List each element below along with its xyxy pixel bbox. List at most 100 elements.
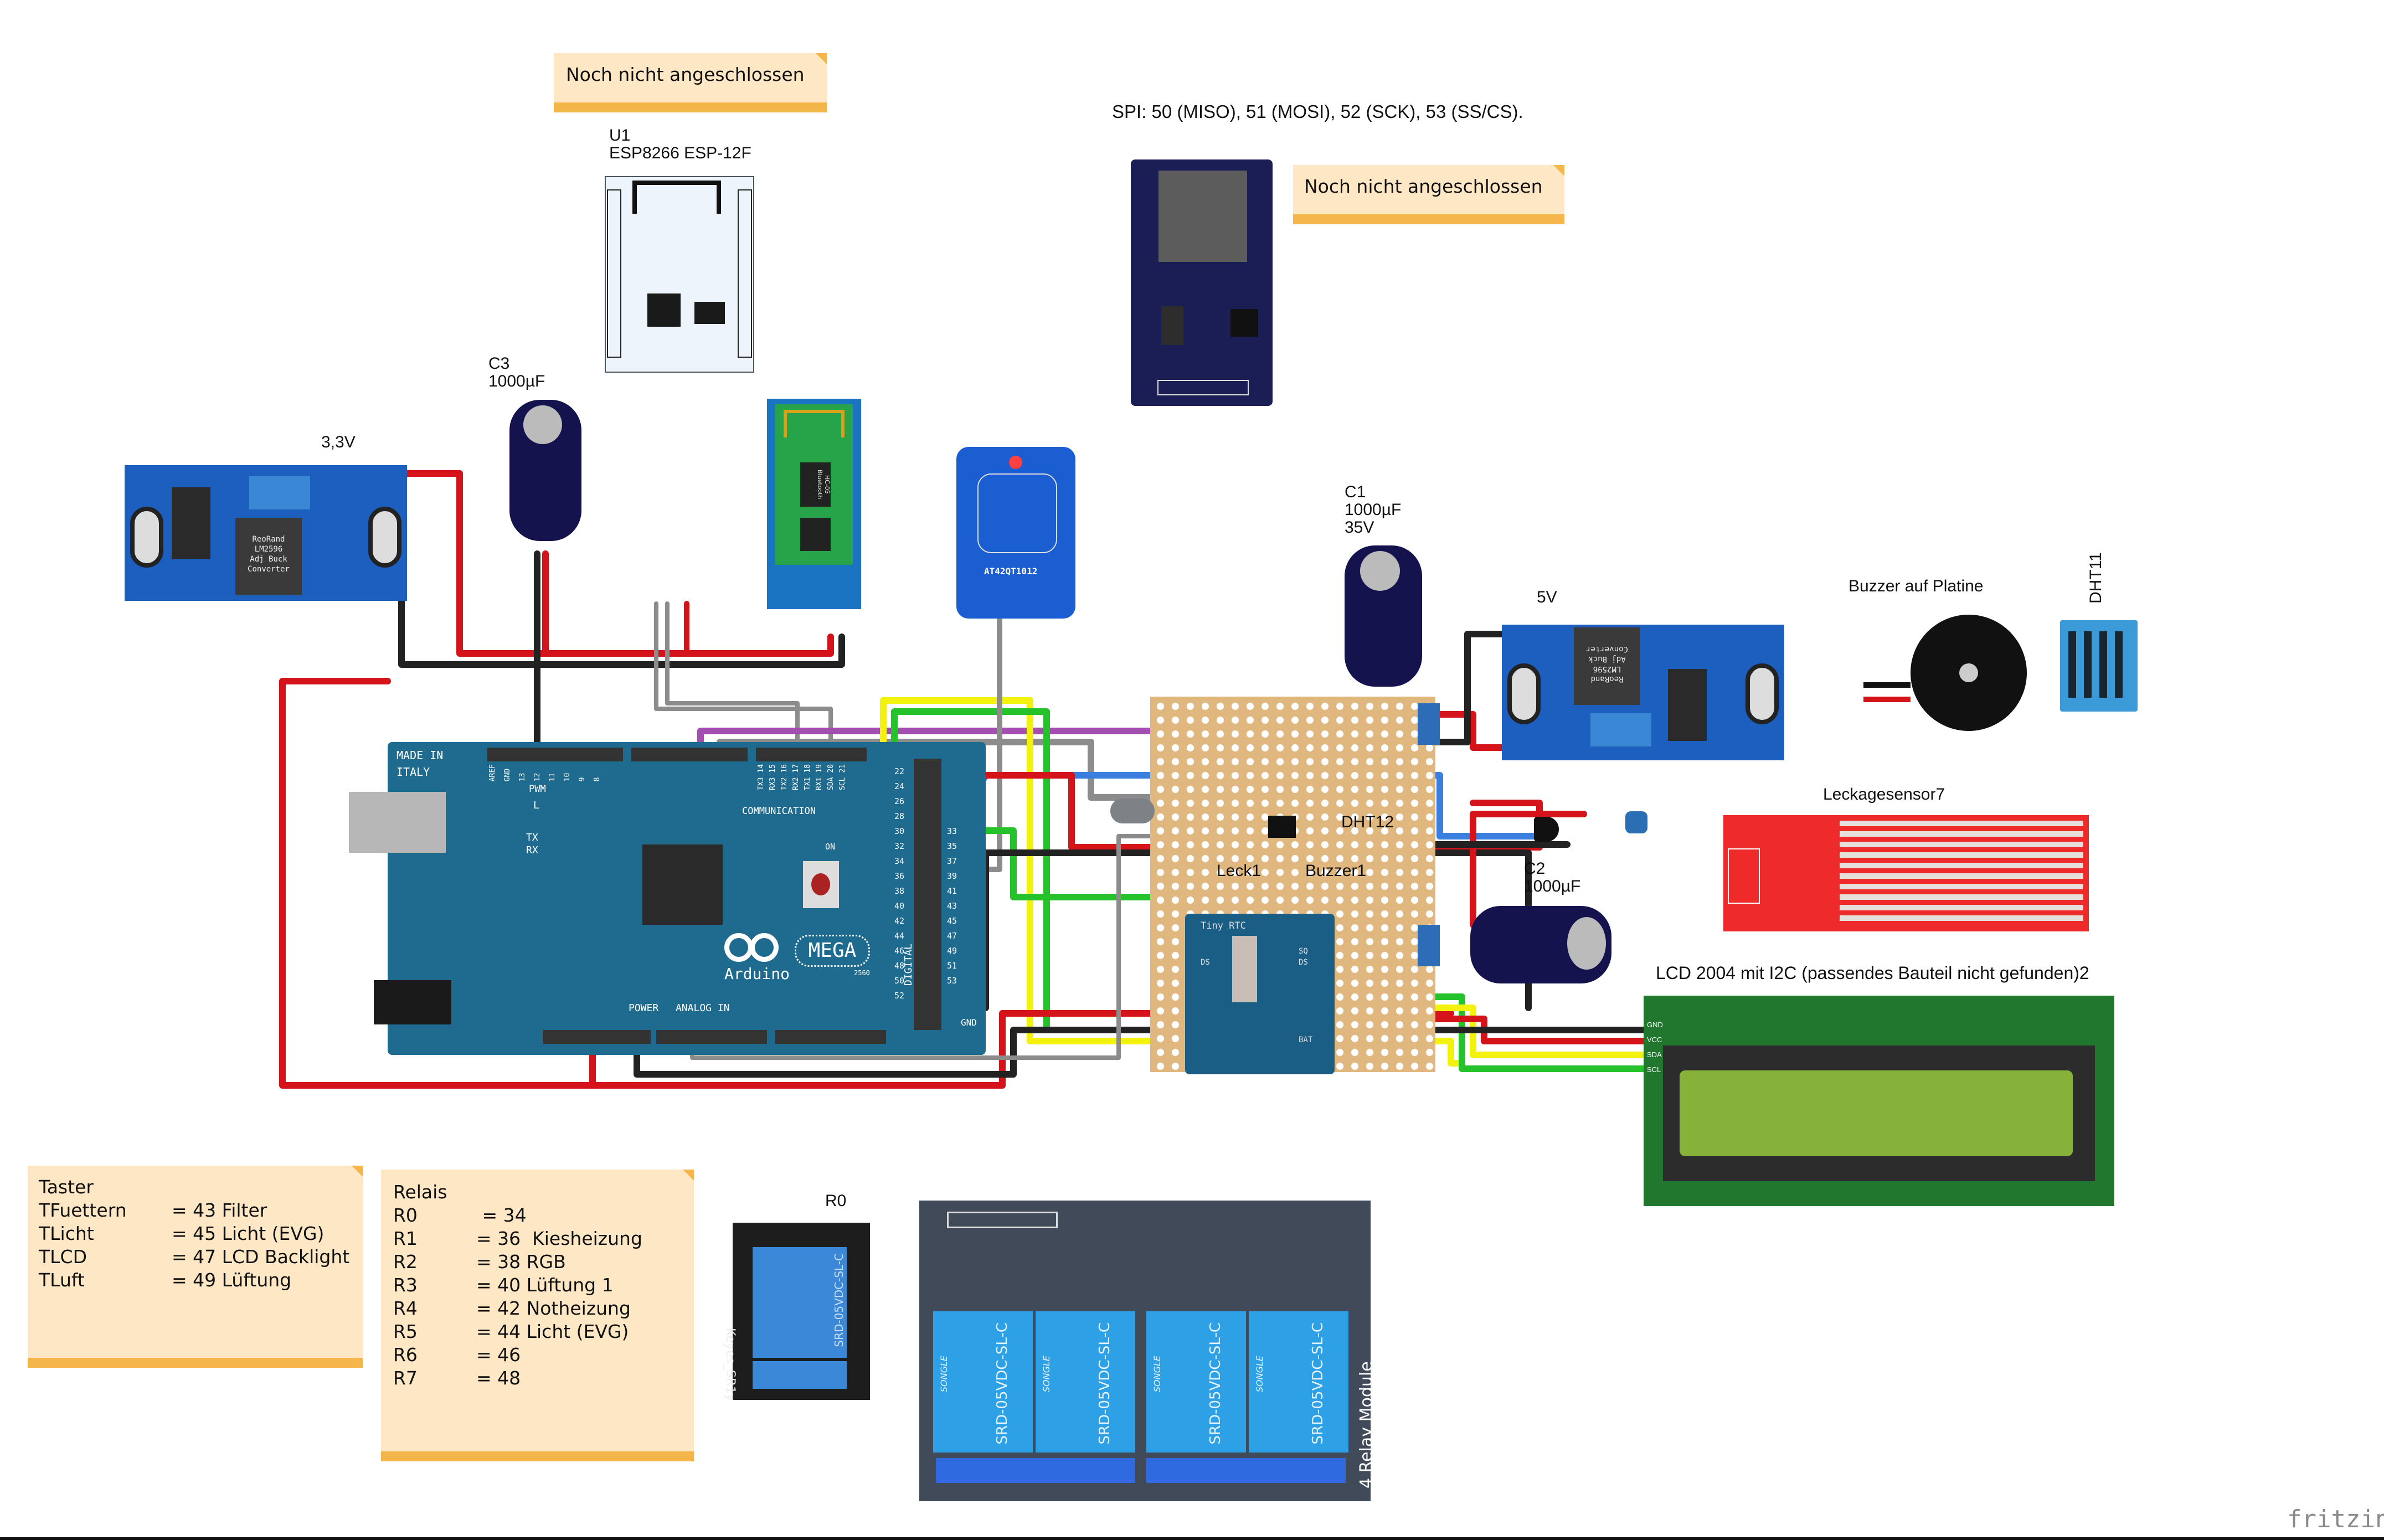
c1-value-label: 1000µF [1345, 501, 1402, 519]
screw-terminal-bottom[interactable] [1418, 925, 1440, 966]
buzzer[interactable] [1911, 615, 2027, 731]
lcd-pin-label: VCC [1647, 1036, 1662, 1044]
note-bar [554, 102, 827, 112]
pin-label: 53 [947, 976, 957, 986]
hc05-chip-2 [800, 518, 831, 551]
leak-sensor[interactable] [1723, 815, 2089, 931]
header-digital-top-b[interactable] [631, 748, 748, 761]
made-in-label: MADE IN [397, 749, 444, 762]
rtc-pin-label-sq: SQ [1299, 947, 1308, 956]
regulator-ic [1668, 669, 1707, 741]
power-jack[interactable] [374, 980, 451, 1024]
note-row-name: R6 [393, 1344, 418, 1366]
header-digital-double[interactable] [914, 759, 941, 1030]
note-corner [816, 53, 827, 64]
logo-ring-right [750, 933, 779, 962]
note-taster-title: Taster [39, 1176, 94, 1198]
usb-connector[interactable] [349, 792, 446, 853]
esp-name-label: ESP8266 ESP-12F [609, 144, 751, 162]
relay-4ch-brand-1: SONGLE [939, 1356, 949, 1393]
main-mcu-chip [642, 844, 723, 925]
relay-coil-4 [1249, 1311, 1348, 1453]
potentiometer[interactable] [1590, 713, 1651, 746]
pin-label: 47 [947, 931, 957, 941]
relay-module-4ch[interactable]: 4 Relay Module SRD-05VDC-SL-C SRD-05VDC-… [919, 1201, 1376, 1501]
note-text: Noch nicht angeschlossen [1304, 176, 1543, 197]
note-row-name: TFuettern [39, 1199, 127, 1221]
touch-pad[interactable] [977, 473, 1057, 553]
relay-module-single[interactable]: Keyes_SR1y SRD-05VDC-SL-C [723, 1223, 870, 1401]
touch-sensor-module[interactable]: AT42QT1012 [956, 447, 1075, 619]
pin-label: 51 [947, 961, 957, 971]
note-row-value: = 34 [476, 1204, 527, 1226]
header-analog-b[interactable] [775, 1030, 886, 1044]
gnd-label: GND [961, 1017, 977, 1028]
pin-label: 50 [894, 976, 905, 986]
left-pin-strip [607, 189, 621, 358]
pin-label: 26 [894, 796, 905, 806]
c3-ref-label: C3 [488, 354, 510, 373]
buzzer-label: Buzzer auf Platine [1848, 577, 1984, 595]
hc05-chip: HC-05 Bluetooth [800, 462, 831, 507]
sd-card-module[interactable] [1131, 159, 1273, 406]
note-row: R2= 38 RGB [393, 1250, 642, 1274]
capacitor-c1[interactable] [1345, 545, 1422, 687]
tiny-rtc-module[interactable]: Tiny RTC BAT SQ DS DS [1185, 914, 1335, 1074]
header-power[interactable] [543, 1030, 651, 1044]
sd-ic [1230, 309, 1258, 337]
header-digital-top-a[interactable] [487, 748, 623, 761]
header-communication[interactable] [756, 748, 867, 761]
analog-in-label: ANALOG IN [676, 1002, 730, 1014]
capacitor-c3[interactable] [509, 400, 581, 541]
pin-label: 37 [947, 856, 957, 866]
esp8266-module[interactable] [605, 176, 754, 373]
relay-4ch-terminals-b[interactable] [1146, 1458, 1346, 1483]
pin-label: 52 [894, 991, 905, 1001]
capacitor-c2[interactable] [1470, 906, 1611, 983]
c1-voltage-label: 35V [1345, 518, 1374, 537]
note-esp-not-connected[interactable]: Noch nicht angeschlossen [554, 53, 827, 112]
logo-ring-left [724, 933, 753, 962]
hc05-title: HC-05 [823, 475, 831, 494]
hc05-bluetooth-module[interactable]: HC-05 Bluetooth [767, 399, 861, 609]
relay-4ch-brand-4: SONGLE [1254, 1356, 1265, 1393]
note-bar [381, 1451, 694, 1461]
pin-label: SCL 21 [838, 764, 847, 790]
relay-4ch-model-1: SRD-05VDC-SL-C [994, 1322, 1011, 1445]
relay-terminal[interactable] [753, 1361, 847, 1389]
note-row-name: TLuft [39, 1269, 85, 1291]
dht11-sensor[interactable] [2060, 620, 2138, 712]
dht11-grille [2068, 631, 2129, 698]
ir-led[interactable] [1110, 799, 1155, 823]
ceramic-capacitor[interactable] [1625, 811, 1647, 833]
note-row-value: = 44 Licht (EVG) [476, 1321, 629, 1342]
header-analog-a[interactable] [656, 1030, 767, 1044]
pin-label: 43 [947, 901, 957, 911]
pin-label: AREF [488, 764, 497, 782]
relay-4ch-terminals-a[interactable] [936, 1458, 1135, 1483]
note-row-value: = 45 Licht (EVG) [172, 1223, 325, 1244]
ds18b20-sensor[interactable] [1534, 817, 1559, 842]
buzzer-center [1959, 663, 1978, 682]
arduino-mega-board[interactable]: MADE IN ITALY PWM COMMUNICATION TX RX L … [349, 742, 986, 1055]
note-row-value: = 48 [476, 1367, 521, 1389]
wire-black-buck33-gnd [398, 589, 845, 668]
fritzing-logo: fritzing [2287, 1505, 2384, 1533]
note-sd-not-connected[interactable]: Noch nicht angeschlossen [1293, 165, 1564, 224]
note-row-name: TLCD [39, 1246, 87, 1268]
hc05-antenna-icon [784, 410, 845, 437]
relay-4ch-header[interactable] [947, 1212, 1058, 1228]
reset-button[interactable] [803, 861, 839, 908]
potentiometer[interactable] [249, 476, 310, 509]
screw-terminal-top[interactable] [1418, 703, 1440, 745]
rtc-battery-holder [1232, 936, 1257, 1002]
